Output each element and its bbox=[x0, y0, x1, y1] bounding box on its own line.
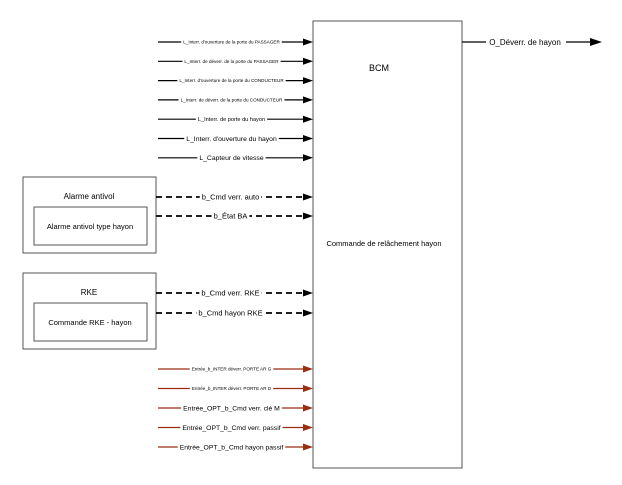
input-signal-1-label-bg bbox=[181, 38, 282, 46]
alarm-signal-1: b_Cmd verr. auto bbox=[156, 191, 313, 203]
input-signal-1-label: L_Interr. d'ouverture de la porte du PAS… bbox=[183, 40, 280, 45]
input-signal-6-arrowhead bbox=[303, 135, 313, 142]
red-input-signals: Entrée_b_INTER déverr. PORTE AR G Entrée_… bbox=[158, 365, 313, 452]
output-label-bg bbox=[486, 36, 566, 47]
red-input-signal-2: Entrée_b_INTER déverr. PORTE AR D bbox=[158, 385, 313, 392]
red-input-signal-4-arrowhead bbox=[303, 424, 313, 431]
red-input-signal-2-label: Entrée_b_INTER déverr. PORTE AR D bbox=[192, 386, 272, 391]
rke-title: RKE bbox=[81, 288, 97, 297]
alarm-inner-box bbox=[33, 206, 148, 246]
red-input-signal-4: Entrée_OPT_b_Cmd verr. passif bbox=[158, 422, 313, 433]
input-signal-2-label: L_Interr. de déverr. de la porte du PASS… bbox=[184, 59, 279, 64]
input-signal-4: L_Interr. de déverr. de la porte du COND… bbox=[158, 96, 313, 104]
input-signal-7-label: L_Capteur de vitesse bbox=[199, 155, 263, 162]
alarm-inner-label: Alarme antivol type hayon bbox=[47, 222, 133, 231]
rke-inner-label: Commande RKE - hayon bbox=[48, 318, 131, 327]
rke-signal-1-label: b_Cmd verr. RKE bbox=[201, 289, 259, 298]
red-input-signal-5-label: Entrée_OPT_b_Cmd hayon passif bbox=[180, 444, 284, 451]
rke-signal-1-label-bg bbox=[199, 287, 262, 299]
input-signal-2-label-bg bbox=[182, 58, 281, 65]
input-signal-6-label-bg bbox=[184, 133, 279, 144]
dashed-input-signals: b_Cmd verr. auto b_État BA b_Cmd verr. RKE… bbox=[156, 191, 313, 319]
bcm-title: BCM bbox=[369, 63, 389, 73]
input-signal-4-arrowhead bbox=[303, 96, 313, 104]
black-input-signals: L_Interr. d'ouverture de la porte du PAS… bbox=[158, 38, 313, 163]
output-signal: O_Déverr. de hayon bbox=[462, 36, 602, 47]
input-signal-3-label: L_Interr. d'ouverture de la porte du CON… bbox=[179, 78, 284, 83]
red-input-signal-5-label-bg bbox=[177, 442, 286, 452]
input-signal-3-label-bg bbox=[177, 77, 286, 84]
input-signal-6: L_Interr. d'ouverture du hayon bbox=[158, 133, 313, 144]
alarm-block: Alarme antivol Alarme antivol type hayon bbox=[22, 176, 157, 254]
rke-signal-2: b_Cmd hayon RKE bbox=[156, 307, 313, 319]
rke-signal-2-label: b_Cmd hayon RKE bbox=[198, 309, 262, 318]
input-signal-5: L_Interr. de porte du hayon bbox=[158, 115, 313, 123]
input-signal-4-label: L_Interr. de déverr. de la porte du COND… bbox=[181, 98, 284, 103]
input-signal-7-arrowhead bbox=[303, 154, 313, 162]
alarm-signal-2-label-bg bbox=[211, 210, 250, 222]
red-input-signal-4-label: Entrée_OPT_b_Cmd verr. passif bbox=[182, 425, 280, 432]
red-input-signal-3-label-bg bbox=[181, 403, 282, 413]
red-input-signal-1-label-bg bbox=[189, 365, 274, 373]
rke-inner-box bbox=[33, 302, 148, 342]
input-signal-4-label-bg bbox=[178, 96, 285, 104]
red-input-signal-1-label: Entrée_b_INTER déverr. PORTE AR G bbox=[192, 367, 272, 372]
input-signal-2-arrowhead bbox=[303, 57, 313, 65]
input-signal-3: L_Interr. d'ouverture de la porte du CON… bbox=[158, 77, 313, 85]
input-signal-7: L_Capteur de vitesse bbox=[158, 153, 313, 163]
output-label: O_Déverr. de hayon bbox=[489, 38, 561, 47]
rke-signal-1-arrowhead bbox=[303, 289, 313, 297]
red-input-signal-5-arrowhead bbox=[303, 443, 313, 451]
red-input-signal-3-arrowhead bbox=[303, 404, 313, 412]
bcm-block bbox=[312, 20, 463, 469]
alarm-signal-2-arrowhead bbox=[303, 212, 313, 220]
output-arrowhead bbox=[590, 38, 602, 46]
red-input-signal-4-label-bg bbox=[180, 422, 283, 433]
rke-signal-1: b_Cmd verr. RKE bbox=[156, 287, 313, 299]
rke-signal-2-label-bg bbox=[196, 307, 265, 319]
input-signal-6-label: L_Interr. d'ouverture du hayon bbox=[186, 136, 277, 143]
input-signal-5-label: L_Interr. de porte du hayon bbox=[198, 117, 265, 123]
input-signal-5-arrowhead bbox=[303, 115, 313, 123]
rke-signal-2-arrowhead bbox=[303, 309, 313, 317]
bcm-subtitle: Commande de relâchement hayon bbox=[326, 239, 441, 248]
input-signal-7-label-bg bbox=[197, 153, 266, 163]
input-signal-2: L_Interr. de déverr. de la porte du PASS… bbox=[158, 57, 313, 65]
alarm-title: Alarme antivol bbox=[64, 192, 115, 201]
input-signal-1: L_Interr. d'ouverture de la porte du PAS… bbox=[158, 38, 313, 46]
alarm-signal-1-label: b_Cmd verr. auto bbox=[202, 193, 260, 202]
red-input-signal-3: Entrée_OPT_b_Cmd verr. clé M bbox=[158, 403, 313, 413]
red-input-signal-2-label-bg bbox=[189, 385, 274, 392]
rke-block: RKE Commande RKE - hayon bbox=[22, 272, 157, 350]
red-input-signal-2-arrowhead bbox=[303, 385, 313, 392]
red-input-signal-1: Entrée_b_INTER déverr. PORTE AR G bbox=[158, 365, 313, 373]
red-input-signal-5: Entrée_OPT_b_Cmd hayon passif bbox=[158, 442, 313, 452]
input-signal-1-arrowhead bbox=[303, 38, 313, 46]
input-signal-3-arrowhead bbox=[303, 77, 313, 85]
red-input-signal-3-label: Entrée_OPT_b_Cmd verr. clé M bbox=[183, 405, 280, 412]
alarm-signal-1-arrowhead bbox=[303, 193, 313, 201]
red-input-signal-1-arrowhead bbox=[303, 365, 313, 373]
alarm-signal-2-label: b_État BA bbox=[214, 212, 248, 221]
alarm-signal-2: b_État BA bbox=[156, 210, 313, 222]
alarm-signal-1-label-bg bbox=[199, 191, 262, 203]
input-signal-5-label-bg bbox=[195, 115, 268, 124]
